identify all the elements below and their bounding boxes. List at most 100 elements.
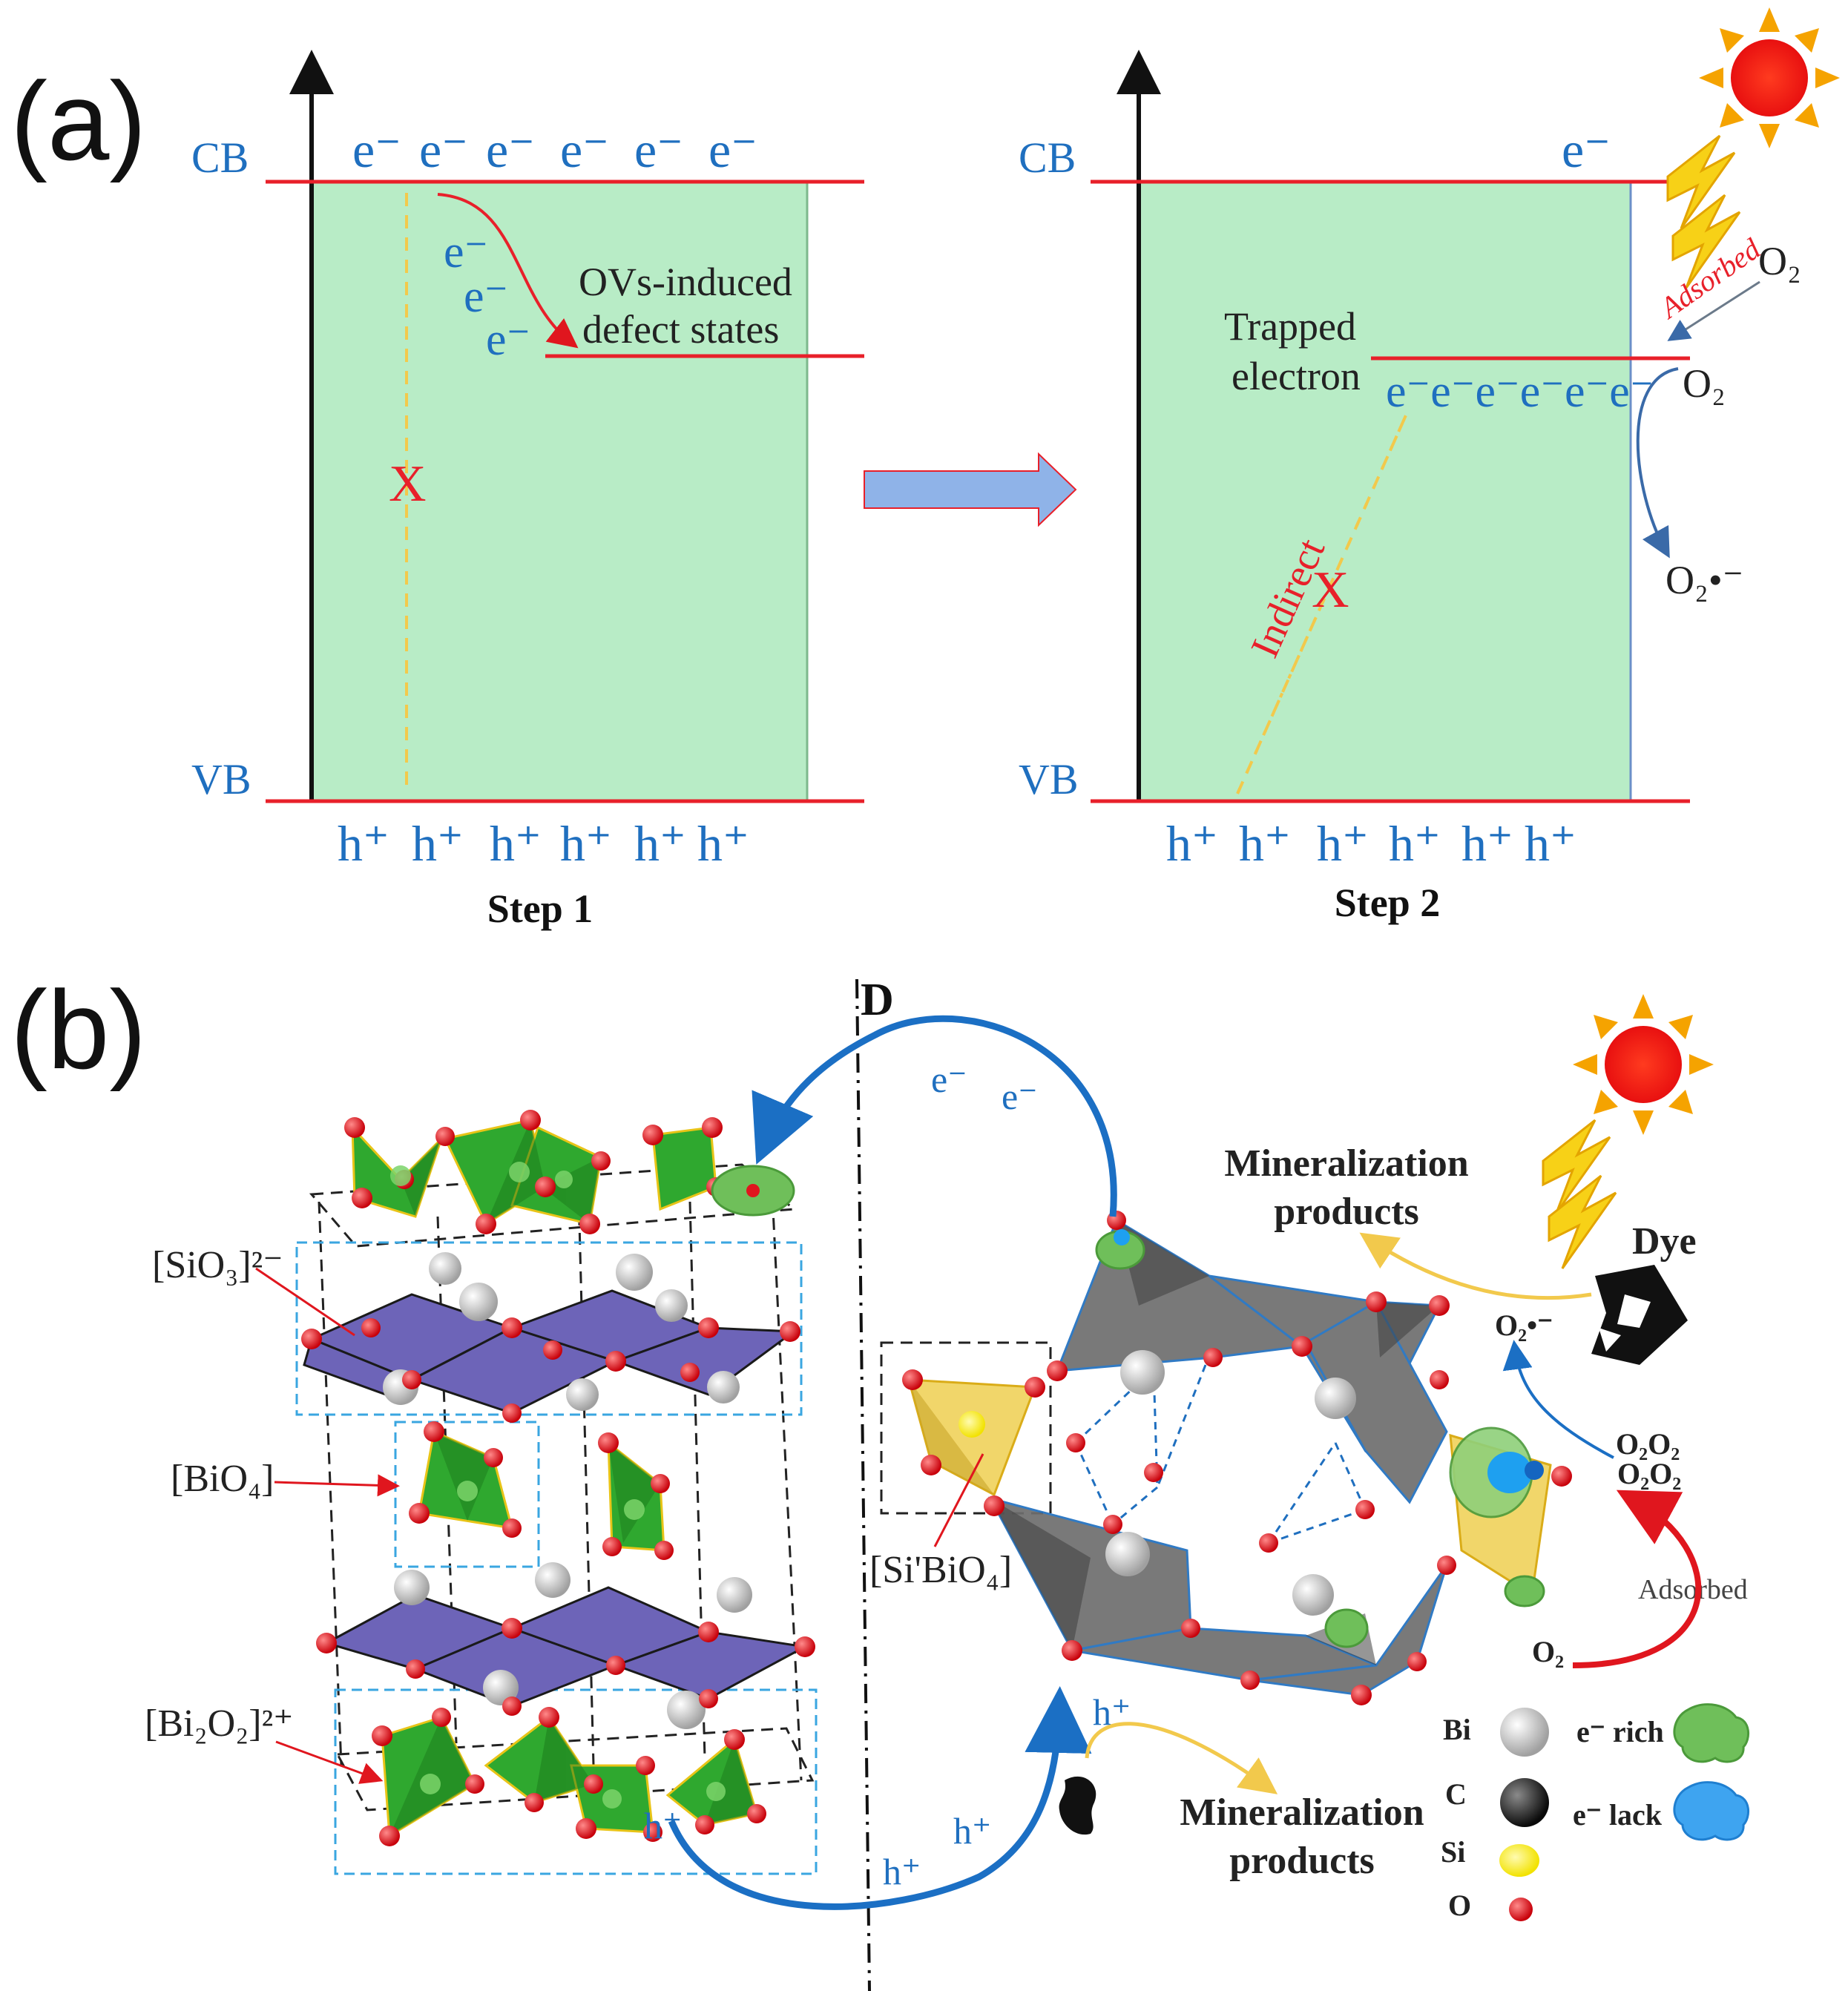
step2-vb-label: VB (1019, 755, 1079, 803)
step2-hole: h⁺ (1525, 815, 1576, 872)
step1-hole: h⁺ (697, 815, 749, 872)
step1-trap-arrow (437, 193, 579, 349)
si-bio4-box (880, 1341, 1052, 1515)
sio3-label: [SiO₃]²⁻ (152, 1244, 283, 1286)
hole-oxidation-arrow (1085, 1722, 1278, 1794)
legend-e-rich-swatch (1673, 1703, 1750, 1763)
step1-electron: e⁻ (444, 227, 488, 277)
dye-molecule-icon (1591, 1265, 1688, 1365)
step1-hole: h⁺ (412, 815, 464, 872)
bi2o2-box (334, 1688, 818, 1875)
crystal-structure (295, 1110, 818, 1875)
junction-label: D (861, 975, 894, 1025)
mineralization-bottom-1: Mineralization (1180, 1791, 1424, 1834)
step1-defect-label-2: defect states (582, 307, 779, 352)
bio4-box (394, 1421, 540, 1568)
bi2o2-label: [Bi₂O₂]²⁺ (145, 1702, 294, 1745)
step2-adsorb-arrow (1667, 280, 1760, 341)
unit-cell-frame (309, 1163, 815, 1811)
step2-hole: h⁺ (1317, 815, 1369, 872)
transfer-hole: h⁺ (953, 1810, 991, 1852)
o2-cluster-1: O₂O₂ (1616, 1427, 1680, 1461)
step1-electron: e⁻ (486, 315, 530, 365)
o2-gas-label: O₂ (1532, 1635, 1564, 1668)
transfer-hole: h⁺ (883, 1851, 921, 1892)
sio3-pointer (255, 1267, 355, 1337)
step1-cb-label: CB (191, 134, 249, 182)
step1-electron: e⁻ (419, 122, 468, 178)
legend-c-label: C (1445, 1777, 1467, 1811)
electron-transfer-arrow (752, 1015, 1117, 1217)
legend-e-lack-swatch (1673, 1781, 1750, 1841)
bio4-pointer (274, 1474, 400, 1497)
bi2o2-pointer (275, 1740, 384, 1784)
step1-vb-label: VB (191, 755, 251, 803)
transfer-hole: h⁺ (644, 1805, 682, 1846)
legend-bi-label: Bi (1443, 1713, 1471, 1746)
sun-icon (1699, 7, 1840, 148)
step1-electron: e⁻ (634, 122, 683, 178)
step2-hole: h⁺ (1239, 815, 1291, 872)
step1-electron: e⁻ (560, 122, 609, 178)
step1-label: Step 1 (487, 886, 593, 931)
bio4-label: [BiO₄] (171, 1458, 274, 1500)
e-lack-region (1487, 1452, 1532, 1493)
step2-label: Step 2 (1335, 881, 1441, 925)
step2-hole: h⁺ (1461, 815, 1513, 872)
step1-electron: e⁻ (352, 122, 401, 178)
hole-transfer-arrow (668, 1686, 1092, 1910)
legend-e-rich-label: e⁻ rich (1576, 1715, 1664, 1748)
step2-o2-adsorbed: O₂ (1683, 361, 1726, 406)
legend-c-swatch (1500, 1778, 1549, 1827)
step1-hole: h⁺ (490, 815, 542, 872)
step1-hole: h⁺ (338, 815, 389, 872)
si-bio4-label: [Si'BiO₄] (869, 1549, 1012, 1591)
step2-trapped-electrons: e⁻e⁻e⁻e⁻e⁻e⁻ (1386, 366, 1654, 417)
panel-b-label: (b) (10, 967, 146, 1092)
step1-electron: e⁻ (708, 122, 757, 178)
step1-hole: h⁺ (634, 815, 686, 872)
legend-si-label: Si (1441, 1835, 1465, 1869)
step2-cb-label: CB (1019, 134, 1076, 182)
step1-vb-holes: h⁺ h⁺ h⁺ h⁺ h⁺ h⁺ (338, 815, 749, 872)
step-transition-arrow (864, 452, 1077, 527)
panel-a-label: (a) (10, 59, 146, 183)
purple-layer-2 (323, 1586, 809, 1708)
defect-ring-structure (880, 1211, 1572, 1705)
o2-cluster-2: O₂O₂ (1617, 1457, 1681, 1490)
adsorption-arrow (1572, 1490, 1702, 1668)
o-atoms (301, 1110, 815, 1846)
step2-bandgap-fill (1139, 182, 1631, 801)
sun-icon (1573, 994, 1714, 1135)
dye-label: Dye (1632, 1220, 1697, 1263)
superoxide-label: O₂•⁻ (1495, 1309, 1553, 1342)
step1-electron: e⁻ (464, 272, 508, 322)
step1-electron: e⁻ (486, 122, 535, 178)
step2-hole: h⁺ (1166, 815, 1218, 872)
transfer-electron: e⁻ (1002, 1076, 1038, 1117)
e-rich-region (1324, 1608, 1369, 1648)
mineralization-bottom-2: products (1229, 1840, 1375, 1882)
step1-band-diagram: CB VB e⁻ e⁻ e⁻ e⁻ e⁻ e⁻ e⁻ e⁻ e⁻ OVs-ind… (191, 50, 864, 931)
bi-atoms (383, 1252, 752, 1729)
si-bio4-pointer (933, 1453, 984, 1547)
e-rich-region (1504, 1575, 1545, 1607)
step2-hole: h⁺ (1389, 815, 1441, 872)
step1-hole: h⁺ (560, 815, 612, 872)
step2-vb-holes: h⁺ h⁺ h⁺ h⁺ h⁺ h⁺ (1166, 815, 1576, 872)
step2-superoxide: O₂•⁻ (1665, 558, 1743, 602)
lightning-icon (1548, 1174, 1617, 1270)
legend: Bi C Si O e⁻ rich e⁻ lack (1441, 1703, 1750, 1922)
step1-cross-mark: X (389, 455, 427, 513)
step2-trapped-label-2: electron (1232, 354, 1361, 398)
sio3-box (295, 1241, 803, 1416)
legend-bi-swatch (1500, 1708, 1549, 1757)
step2-band-diagram: CB VB e⁻ Trapped electron e⁻e⁻e⁻e⁻e⁻e⁻ I… (1019, 7, 1840, 925)
legend-e-lack-label: e⁻ lack (1573, 1798, 1663, 1832)
legend-o-swatch (1509, 1898, 1533, 1921)
step2-cb-electron: e⁻ (1562, 122, 1611, 178)
dye-degradation-arrow (1359, 1232, 1592, 1300)
junction-divider (855, 978, 871, 1991)
dye-fragment-icon (1059, 1776, 1096, 1835)
